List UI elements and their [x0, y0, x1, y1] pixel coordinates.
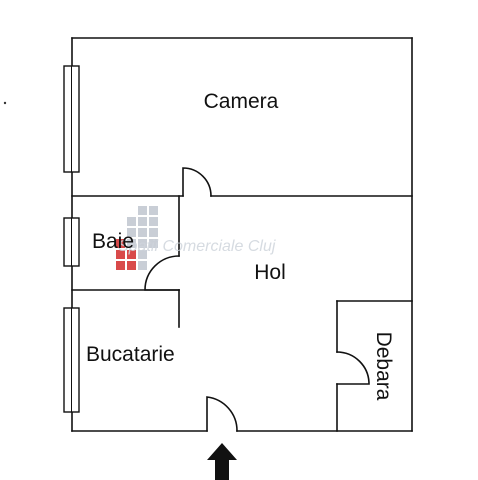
room-label-hol: Hol — [254, 261, 286, 284]
room-label-debara: Debara — [372, 332, 395, 401]
debara-door — [336, 351, 370, 385]
baie-door — [144, 255, 180, 291]
room-label-baie: Baie — [92, 230, 134, 253]
arrow-up-icon — [207, 443, 237, 480]
debara-walls — [336, 300, 413, 432]
room-label-bucatarie: Bucatarie — [86, 343, 175, 366]
room-label-camera: Camera — [204, 90, 279, 113]
entrance-door — [206, 396, 238, 432]
watermark-logo — [116, 206, 158, 270]
baie-walls — [71, 195, 180, 328]
camera-door — [182, 167, 212, 197]
edge-dot — [3, 101, 7, 105]
watermark-text: Spatii Comerciale Cluj — [118, 238, 276, 255]
